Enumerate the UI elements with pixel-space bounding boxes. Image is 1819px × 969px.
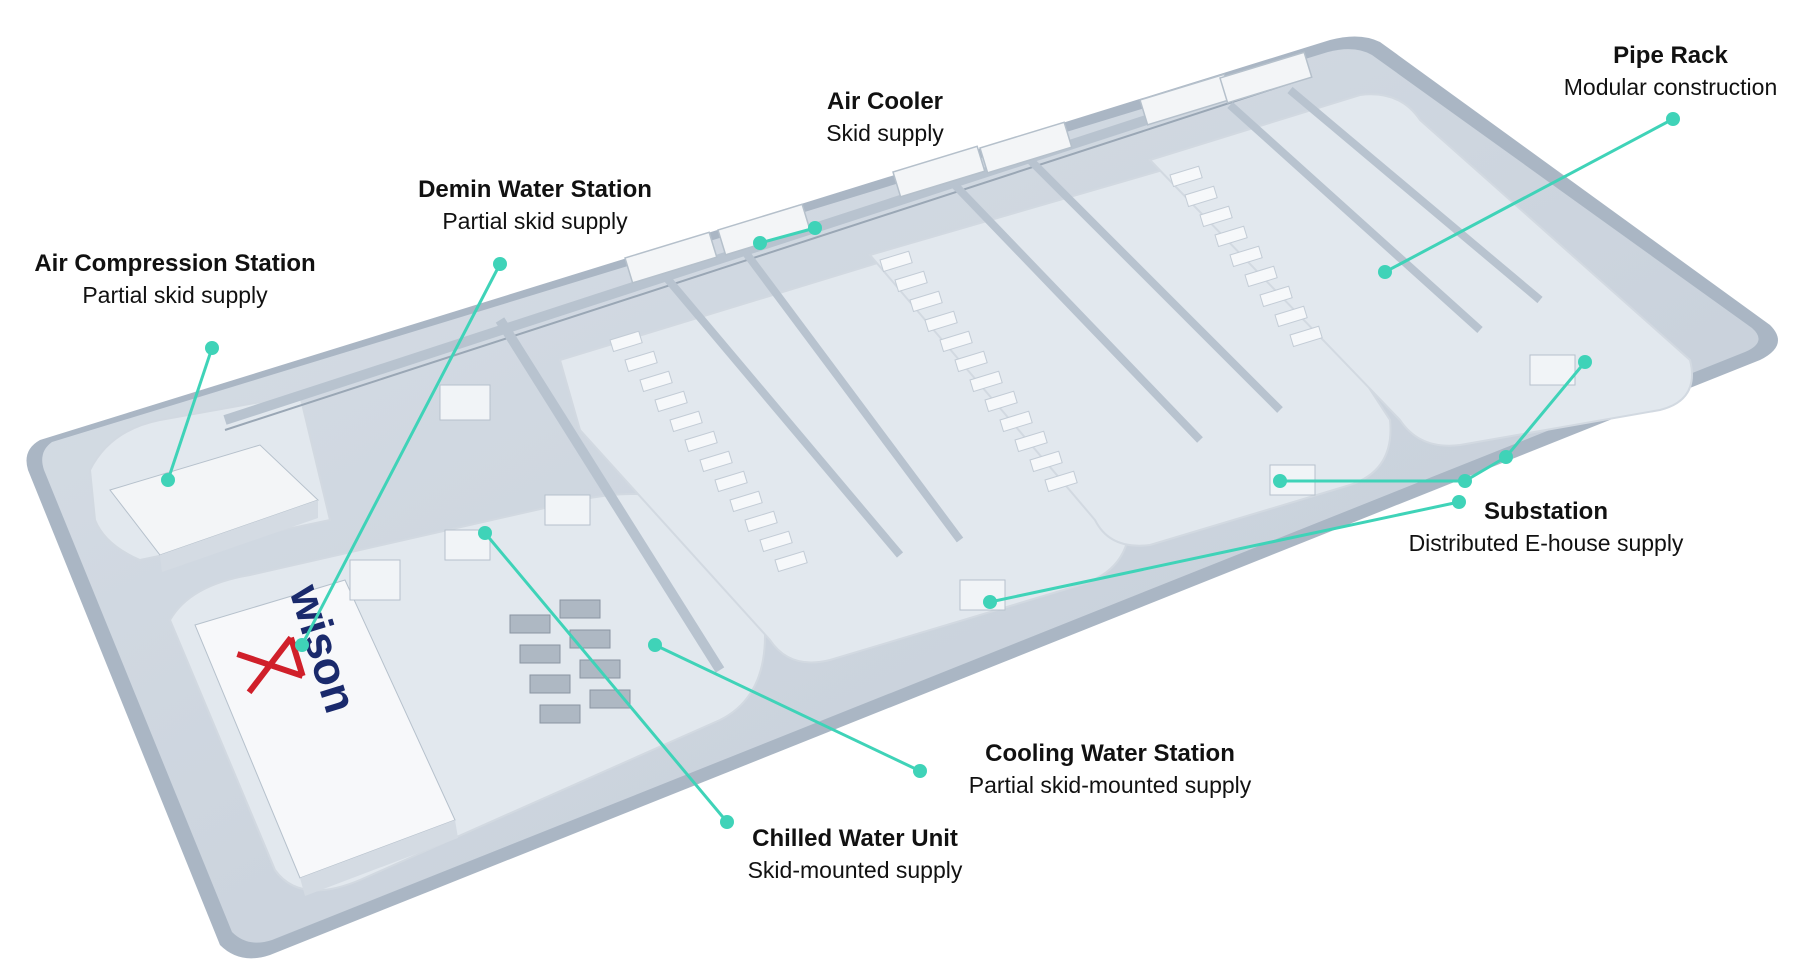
label-demin-water-subtitle: Partial skid supply (442, 208, 628, 235)
hall-3-modules (1169, 165, 1323, 348)
leader-substation-a (989, 500, 1460, 604)
leader-pipe-rack (1384, 117, 1674, 274)
label-pipe-rack-title: Pipe Rack (1613, 42, 1728, 69)
label-cooling-water: Cooling Water Station Partial skid-mount… (935, 738, 1285, 801)
label-air-compression-title: Air Compression Station (34, 250, 316, 277)
equipment-rows (609, 165, 1323, 573)
label-air-cooler-subtitle: Skid supply (826, 120, 944, 147)
leader-chilled-water (483, 532, 729, 823)
label-substation: Substation Distributed E-house supply (1376, 496, 1716, 559)
leader-dots (161, 112, 1680, 829)
leader-lines (166, 117, 1674, 823)
label-pipe-rack: Pipe Rack Modular construction (1538, 40, 1803, 103)
label-chilled-water: Chilled Water Unit Skid-mounted supply (715, 823, 995, 886)
label-air-cooler-title: Air Cooler (826, 88, 943, 115)
label-substation-subtitle: Distributed E-house supply (1408, 530, 1684, 557)
leader-demin-water (300, 263, 502, 646)
hall-1-modules (609, 330, 808, 573)
label-air-compression-subtitle: Partial skid supply (82, 282, 268, 309)
label-chilled-water-subtitle: Skid-mounted supply (747, 857, 963, 884)
label-chilled-water-title: Chilled Water Unit (752, 825, 958, 852)
label-demin-water-title: Demin Water Station (418, 176, 652, 203)
label-air-cooler: Air Cooler Skid supply (800, 86, 970, 149)
label-pipe-rack-subtitle: Modular construction (1563, 74, 1778, 101)
label-air-compression: Air Compression Station Partial skid sup… (20, 248, 330, 311)
leader-air-compression (166, 347, 214, 481)
label-demin-water: Demin Water Station Partial skid supply (395, 174, 675, 237)
leader-substation-b (1280, 361, 1587, 483)
air-cooler-skids (624, 51, 1313, 284)
main-warehouse-building (194, 579, 458, 896)
air-compression-building (109, 444, 319, 572)
hall-2-modules (879, 250, 1078, 493)
leader-air-cooler (759, 226, 816, 245)
leader-cooling-water (654, 643, 921, 773)
label-cooling-water-title: Cooling Water Station (985, 740, 1235, 767)
label-substation-title: Substation (1484, 498, 1608, 525)
label-cooling-water-subtitle: Partial skid-mounted supply (968, 772, 1252, 799)
